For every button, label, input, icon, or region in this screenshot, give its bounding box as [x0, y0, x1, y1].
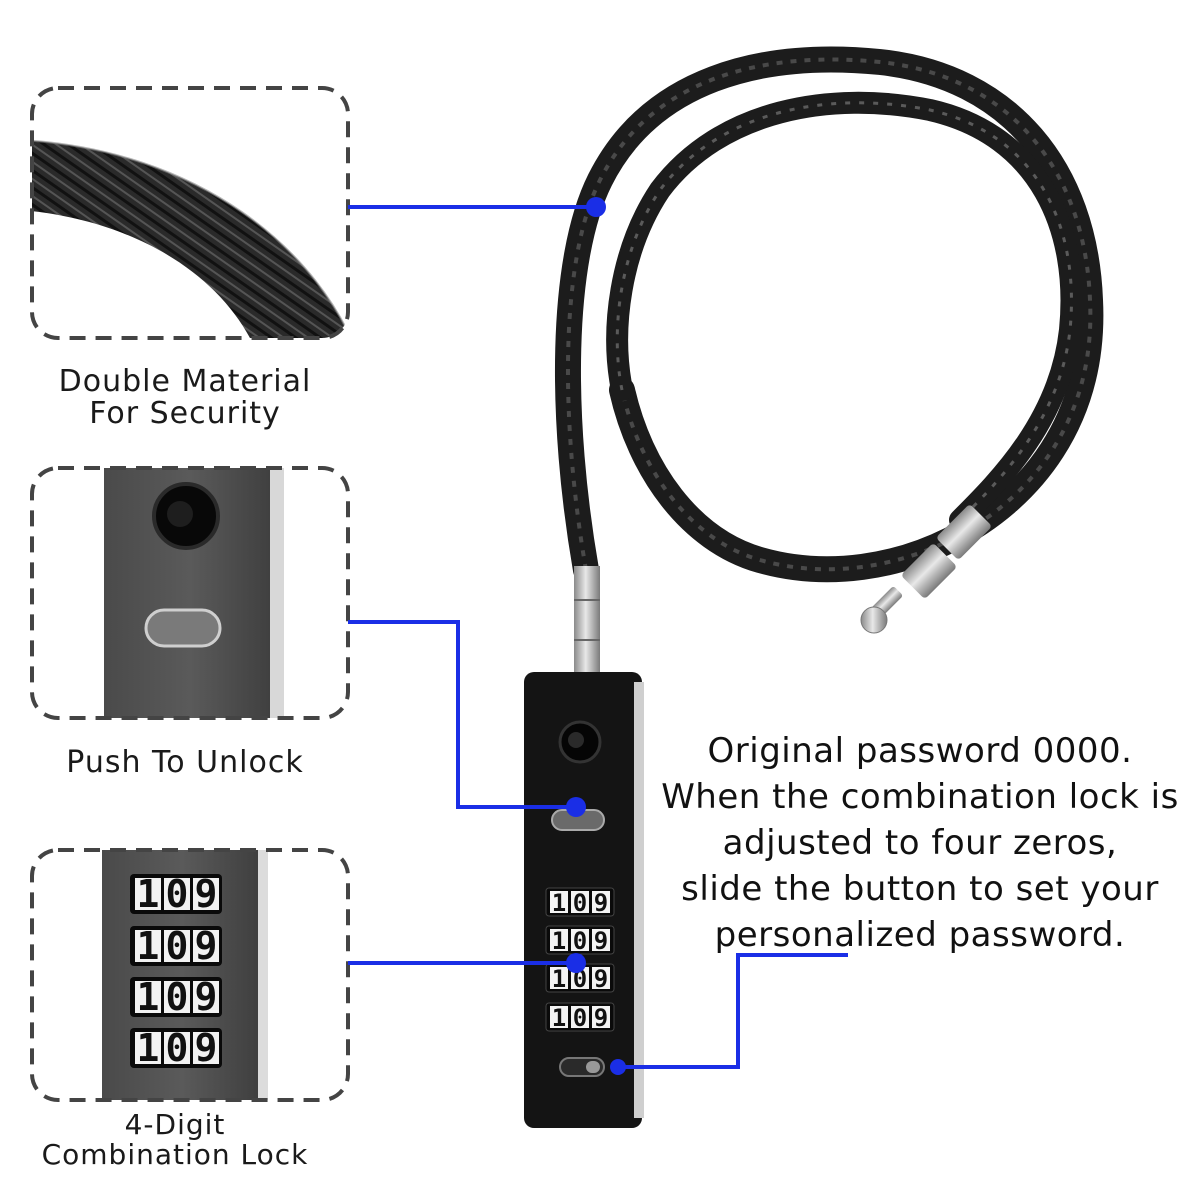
big-dial-row-2: 1 0 9	[130, 924, 222, 968]
big-dial-row-3: 1 0 9	[130, 975, 222, 1019]
callout-dot-unlock	[566, 797, 586, 817]
dial-row-2: 1 0 9	[545, 925, 615, 955]
note-line: Original password 0000.	[707, 731, 1133, 771]
detail-frame-cable	[30, 86, 350, 340]
caption-unlock: Push To Unlock	[30, 746, 340, 780]
caption-dials: 4-Digit Combination Lock	[20, 1110, 330, 1170]
dial-stack: 1 0 9 1 0 9 1 0 9 1 0	[545, 887, 615, 1032]
combination-lock-body: 1 0 9 1 0 9 1 0 9 1 0	[524, 672, 644, 1128]
dial-digit: 0	[166, 975, 189, 1019]
caption-cable-line2: For Security	[89, 396, 281, 431]
caption-dials-line1: 4-Digit	[124, 1108, 226, 1141]
steel-cable	[555, 46, 1104, 583]
dial-digit: 9	[594, 927, 608, 955]
big-dial-stack: 1 0 9 1 0 9 1 0 9	[130, 872, 222, 1070]
dial-digit: 9	[195, 1026, 218, 1070]
dial-digit: 0	[573, 927, 587, 955]
dial-digit: 0	[166, 1026, 189, 1070]
dial-digit: 1	[137, 1026, 160, 1070]
dial-digit: 9	[594, 1004, 608, 1032]
callout-dots	[566, 197, 626, 1075]
dial-digit: 1	[137, 975, 160, 1019]
dial-digit: 9	[195, 872, 218, 916]
dial-digit: 9	[594, 965, 608, 993]
detail-frame-unlock	[30, 466, 350, 720]
detail-frame-dials: 1 0 9 1 0 9 1 0 9	[30, 848, 350, 1102]
callout-dot-dials	[566, 953, 586, 973]
caption-unlock-line1: Push To Unlock	[66, 745, 304, 780]
dial-row-3: 1 0 9	[545, 963, 615, 993]
caption-dials-line2: Combination Lock	[41, 1138, 309, 1171]
callout-reset	[618, 953, 848, 1069]
dial-digit: 0	[573, 889, 587, 917]
dial-digit: 1	[137, 872, 160, 916]
callout-dot-cable	[586, 197, 606, 217]
note-line: personalized password.	[714, 915, 1126, 955]
big-dial-row-1: 1 0 9	[130, 872, 222, 916]
dial-digit: 1	[552, 965, 566, 993]
dial-digit: 9	[195, 924, 218, 968]
note-line: adjusted to four zeros,	[722, 823, 1118, 863]
password-note: Original password 0000. When the combina…	[640, 728, 1200, 958]
dial-digit: 0	[166, 872, 189, 916]
big-dial-row-4: 1 0 9	[130, 1026, 222, 1070]
caption-cable: Double Material For Security	[30, 366, 340, 430]
dial-row-4: 1 0 9	[545, 1002, 615, 1032]
cable-neck	[574, 566, 600, 676]
dial-row-1: 1 0 9	[545, 887, 615, 917]
dial-digit: 1	[552, 927, 566, 955]
callouts	[348, 205, 848, 1069]
dial-digit: 0	[573, 1004, 587, 1032]
cable-end-plug	[860, 505, 991, 634]
dial-digit: 1	[552, 889, 566, 917]
note-line: slide the button to set your	[681, 869, 1159, 909]
dial-digit: 9	[195, 975, 218, 1019]
dial-digit: 0	[166, 924, 189, 968]
dial-digit: 1	[552, 1004, 566, 1032]
caption-cable-line1: Double Material	[58, 364, 312, 399]
dial-digit: 1	[137, 924, 160, 968]
note-line: When the combination lock is	[661, 777, 1179, 817]
callout-dot-reset	[610, 1059, 626, 1075]
dial-digit: 9	[594, 889, 608, 917]
callout-unlock	[348, 620, 576, 809]
